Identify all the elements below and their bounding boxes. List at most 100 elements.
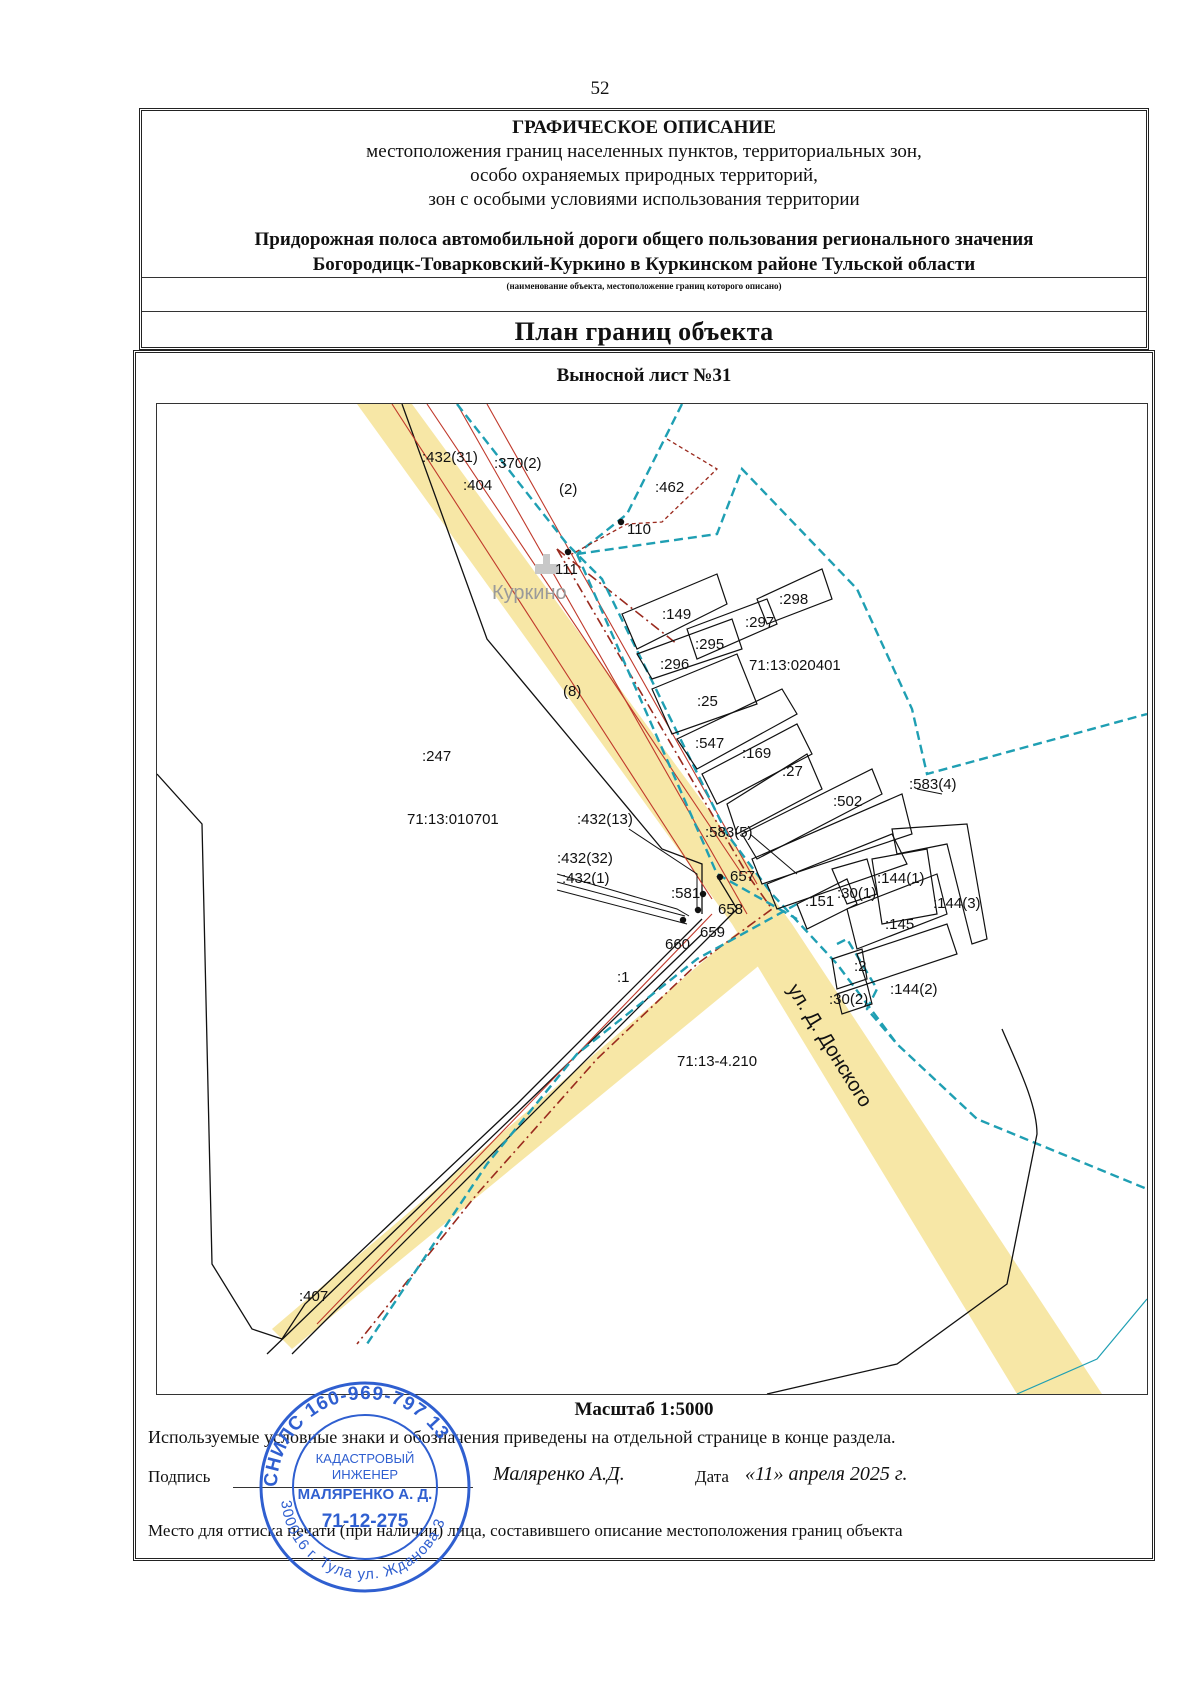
leader-lines [556, 788, 943, 925]
label-462: :462 [655, 479, 684, 496]
zone-boundary [456, 404, 1147, 1191]
signature-label: Подпись [148, 1467, 211, 1486]
map-area: Куркино ул. Д. Донского :432(31) :370(2)… [156, 403, 1148, 1395]
label-30-1: :30(1) [837, 885, 876, 902]
label-2-small: :2 [854, 958, 867, 975]
label-25: :25 [697, 693, 718, 710]
label-144-3: :144(3) [933, 895, 981, 912]
label-432-31: :432(31) [422, 449, 478, 466]
point-659 [694, 906, 702, 914]
label-111: 111 [555, 561, 578, 578]
label-295: :295 [695, 636, 724, 653]
label-547: :547 [695, 735, 724, 752]
label-110: 110 [627, 521, 651, 538]
object-boundary [556, 548, 678, 645]
label-zone: 71:13-4.210 [677, 1053, 757, 1070]
object-caption: (наименование объекта, местоположение гр… [506, 281, 782, 291]
parcel-247-outline [157, 773, 703, 1340]
stamp-name: МАЛЯРЕНКО А. Д. [298, 1486, 433, 1503]
side-road [272, 924, 767, 1349]
date-label: Дата [695, 1467, 729, 1486]
document-title: ГРАФИЧЕСКОЕ ОПИСАНИЕ [512, 117, 776, 138]
sheet-title: Выносной лист №31 [556, 365, 732, 386]
road-edge-line [401, 404, 703, 914]
label-27: :27 [782, 763, 803, 780]
parcel-line [426, 404, 743, 875]
label-370-2: :370(2) [494, 455, 542, 472]
settlement-icon [535, 554, 558, 574]
plan-box: Выносной лист №31 [133, 350, 1155, 1561]
label-298: :298 [779, 591, 808, 608]
stamp-phone: 71-12-275 [322, 1511, 409, 1532]
label-8: (8) [563, 683, 581, 700]
label-169: :169 [742, 745, 771, 762]
parcel-line [316, 913, 713, 1325]
parcel-462-boundary [571, 438, 719, 555]
point-110 [617, 518, 625, 526]
label-296: :296 [660, 656, 689, 673]
label-658: 658 [718, 901, 743, 918]
point-658 [699, 890, 707, 898]
point-660 [679, 916, 687, 924]
object-name-line-2: Богородицк-Товарковский-Куркино в Куркин… [312, 254, 976, 275]
label-581: :581 [671, 885, 700, 902]
seal-stamp: СНИЛС 160-969-797 13 300016 г. Тула ул. … [259, 1381, 471, 1593]
subtitle-line-1: местоположения границ населенных пунктов… [366, 141, 922, 162]
divider [142, 277, 1146, 278]
label-0401: 71:13:020401 [749, 657, 841, 674]
label-297: :297 [745, 614, 774, 631]
label-659: 659 [700, 924, 725, 941]
label-502: :502 [833, 793, 862, 810]
main-road [357, 404, 1102, 1394]
label-657: 657 [730, 868, 755, 885]
label-30-2: :30(2) [829, 991, 868, 1008]
date-value: «11» апреля 2025 г. [745, 1463, 908, 1485]
subtitle-line-3: зон с особыми условиями использования те… [428, 189, 860, 210]
signer-name: Маляренко А.Д. [493, 1463, 625, 1485]
label-149: :149 [662, 606, 691, 623]
label-247: :247 [422, 748, 451, 765]
scale: Масштаб 1:5000 [574, 1399, 714, 1420]
label-1: :1 [617, 969, 630, 986]
label-583-5: :583(5) [705, 824, 753, 841]
label-145: :145 [885, 916, 914, 933]
boundary-points [564, 518, 724, 924]
label-583-4: :583(4) [909, 776, 957, 793]
label-432-32: :432(32) [557, 850, 613, 867]
zone-boundary [575, 553, 798, 921]
signature-row: Подпись Маляренко А.Д. Дата «11» апреля … [148, 1463, 1138, 1493]
label-432-1: :432(1) [562, 870, 610, 887]
label-144-2: :144(2) [890, 981, 938, 998]
boundary-map: Куркино ул. Д. Донского :432(31) :370(2)… [157, 404, 1147, 1394]
plan-title: План границ объекта [514, 317, 774, 346]
parcel-line [391, 404, 713, 900]
stamp-note: Место для оттиска печати (при наличии) л… [148, 1521, 903, 1540]
road-curve [766, 1028, 1038, 1394]
point-657 [716, 873, 724, 881]
stamp-title-1: КАДАСТРОВЫЙ [316, 1451, 415, 1466]
page-number: 52 [590, 78, 610, 99]
signature-line [233, 1487, 473, 1488]
parcel-line [456, 404, 748, 915]
water-edge [1016, 1298, 1147, 1394]
zone-boundary [836, 937, 898, 1045]
label-432-13: :432(13) [577, 811, 633, 828]
label-151: :151 [805, 893, 834, 910]
settlement-label: Куркино [492, 582, 567, 604]
object-name-line-1: Придорожная полоса автомобильной дороги … [254, 229, 1034, 250]
label-2: (2) [559, 481, 577, 498]
side-road-edge [266, 933, 703, 1355]
divider [142, 311, 1146, 312]
label-404: :404 [463, 477, 492, 494]
parcel-outlines [621, 568, 988, 1015]
point-111 [564, 548, 572, 556]
label-0701: 71:13:010701 [407, 811, 499, 828]
legend-note: Используемые условные знаки и обозначени… [148, 1427, 896, 1447]
label-144-1: :144(1) [877, 870, 925, 887]
zone-boundary [366, 902, 798, 1345]
label-660: 660 [665, 936, 690, 953]
side-road-edge [291, 875, 738, 1355]
subtitle-line-2: особо охраняемых природных территорий, [470, 165, 818, 186]
parcel-labels: :432(31) :370(2) :404 (2) :462 110 111 :… [299, 449, 981, 1305]
stamp-title-2: ИНЖЕНЕР [332, 1467, 398, 1482]
